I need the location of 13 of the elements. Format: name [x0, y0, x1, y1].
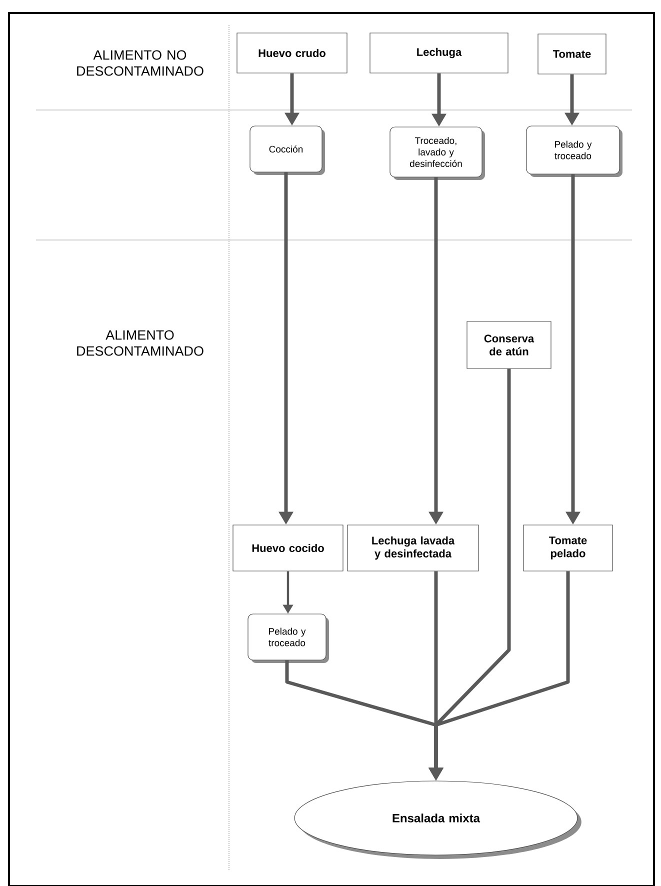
section-label: ALIMENTO NO DESCONTAMINADO	[77, 50, 204, 76]
food-box: Conserva de atún	[466, 321, 552, 369]
food-box: Tomate pelado	[523, 524, 613, 572]
section-label: ALIMENTO DESCONTAMINADO	[77, 330, 204, 356]
food-box: Lechuga	[370, 32, 508, 74]
food-box: Huevo cocido	[232, 524, 344, 572]
food-box: Tomate	[538, 34, 606, 74]
process-box: Pelado y troceado	[248, 614, 329, 663]
process-box: Cocción	[250, 126, 325, 175]
process-box: Troceado, lavado y desinfección	[390, 126, 485, 180]
food-box: Huevo crudo	[236, 32, 348, 74]
process-box: Pelado y troceado	[526, 126, 622, 177]
food-box: Lechuga lavada y desinfectada	[347, 524, 479, 572]
